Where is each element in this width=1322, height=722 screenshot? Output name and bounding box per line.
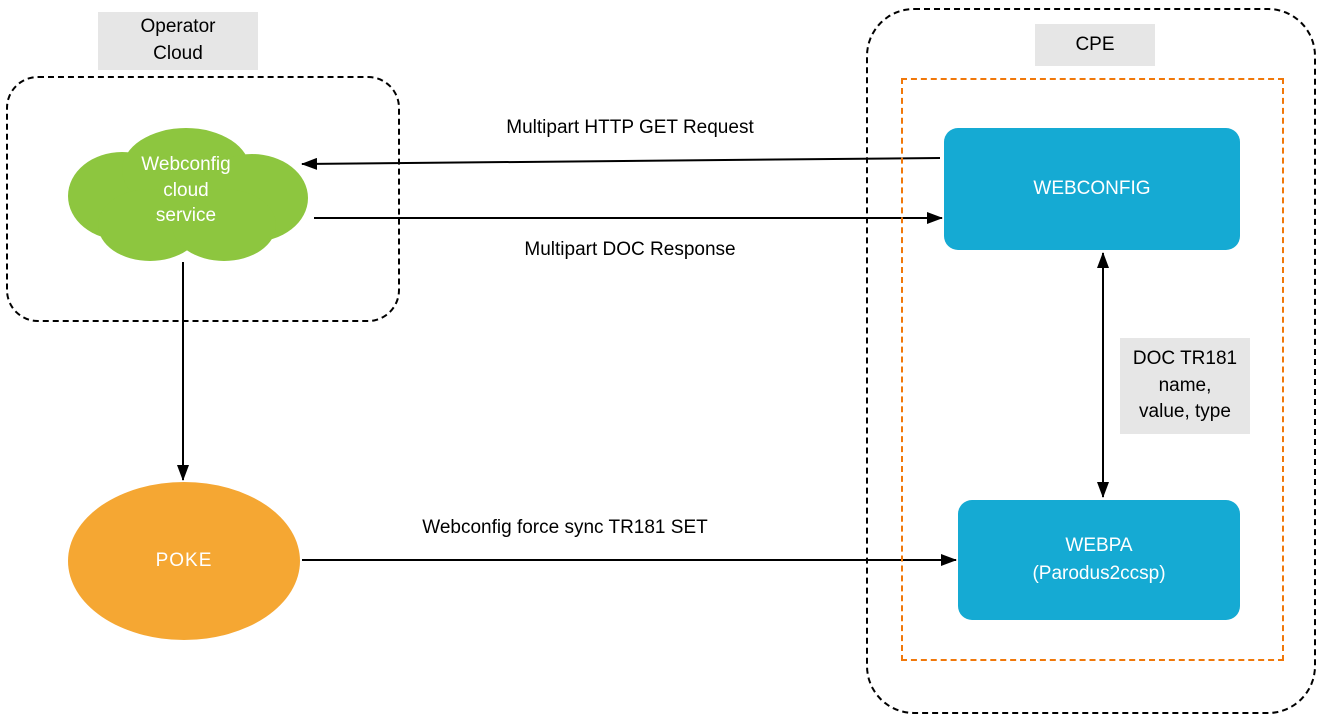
- arrow-multipart-get-request: [301, 157, 941, 170]
- multipart-get-request-label: Multipart HTTP GET Request: [455, 117, 805, 139]
- operator-cloud-title: Operator Cloud: [98, 12, 258, 70]
- webconfig-box: WEBCONFIG: [944, 128, 1240, 250]
- cpe-inner-frame: [901, 78, 1284, 661]
- webconfig-cloud-service-label: Webconfig cloud service: [141, 154, 231, 227]
- cpe-title: CPE: [1035, 24, 1155, 66]
- poke-ellipse: POKE: [68, 482, 300, 640]
- force-sync-label: Webconfig force sync TR181 SET: [375, 517, 755, 539]
- webpa-box: WEBPA (Parodus2ccsp): [958, 500, 1240, 620]
- operator-cloud-container: [6, 76, 400, 322]
- multipart-doc-response-label: Multipart DOC Response: [475, 239, 785, 261]
- cpe-container: [866, 8, 1316, 714]
- doc-tr181-label: DOC TR181 name, value, type: [1120, 338, 1250, 434]
- webconfig-cloud-shape: [68, 128, 308, 261]
